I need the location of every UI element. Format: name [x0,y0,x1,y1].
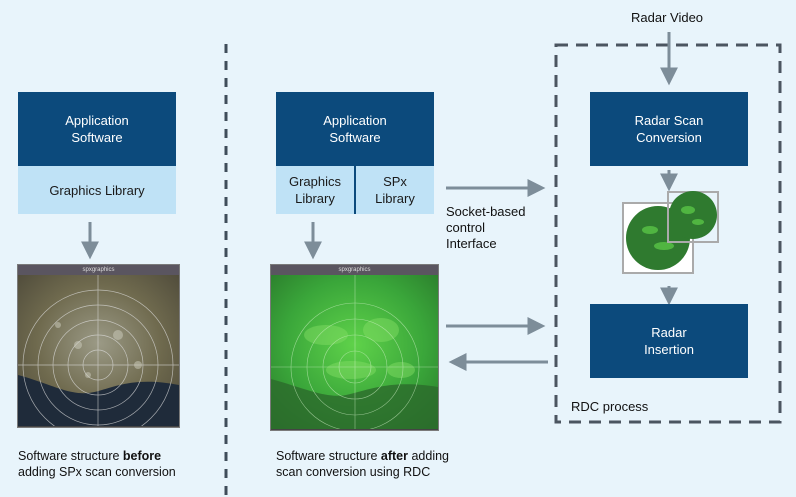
radar-video-label: Radar Video [631,10,704,25]
mid-spx-library-box: SPx Library [356,166,434,214]
radar-scan-conversion-box: Radar Scan Conversion [590,92,748,166]
mid-green-radar-image [271,275,438,429]
radar-insertion-box: Radar Insertion [590,304,748,378]
left-radar-window: spxgraphics [17,264,180,428]
mid-window-title: spxgraphics [271,265,438,275]
scan-conversion-image [622,191,719,274]
left-satellite-image [18,275,179,426]
rdc-process-label: RDC process [571,399,649,414]
left-window-title: spxgraphics [18,265,179,275]
mid-radar-window: spxgraphics [270,264,439,431]
left-application-software-box: Application Software [18,92,176,166]
left-graphics-library-box: Graphics Library [18,166,176,214]
mid-application-software-box: Application Software [276,92,434,166]
library-divider [354,166,356,214]
socket-interface-label: Socket-based control Interface [446,204,526,251]
mid-graphics-library-box: Graphics Library [276,166,354,214]
caption-after: Software structure after adding scan con… [276,449,450,479]
caption-before: Software structure before adding SPx sca… [18,449,176,479]
